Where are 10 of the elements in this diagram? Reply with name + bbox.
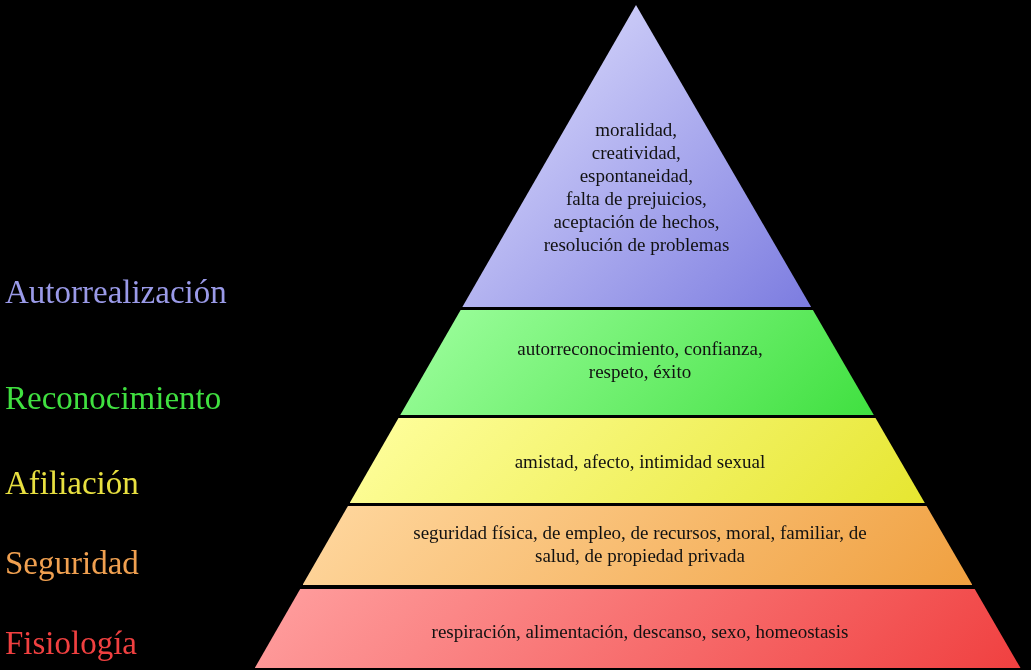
tier-description: amistad, afecto, intimidad sexual — [513, 450, 767, 473]
tier-name: Autorrealización — [5, 273, 227, 312]
tier-description: moralidad, creatividad, espontaneidad, falta de prejuicios, aceptación de hechos, resolución de problemas — [542, 118, 731, 256]
tier-description: respiración, alimentación, descanso, sexo, homeostasis — [430, 620, 850, 643]
tier-name: Fisiología — [5, 624, 138, 663]
tier-name: Seguridad — [5, 544, 139, 583]
tier-name: Afiliación — [5, 464, 139, 503]
tier-name: Reconocimiento — [5, 379, 222, 418]
tier-description: autorreconocimiento, confianza, respeto, éxito — [516, 337, 764, 383]
tier-description: seguridad física, de empleo, de recursos, moral, familiar, de salud, de propiedad privada — [412, 521, 868, 567]
